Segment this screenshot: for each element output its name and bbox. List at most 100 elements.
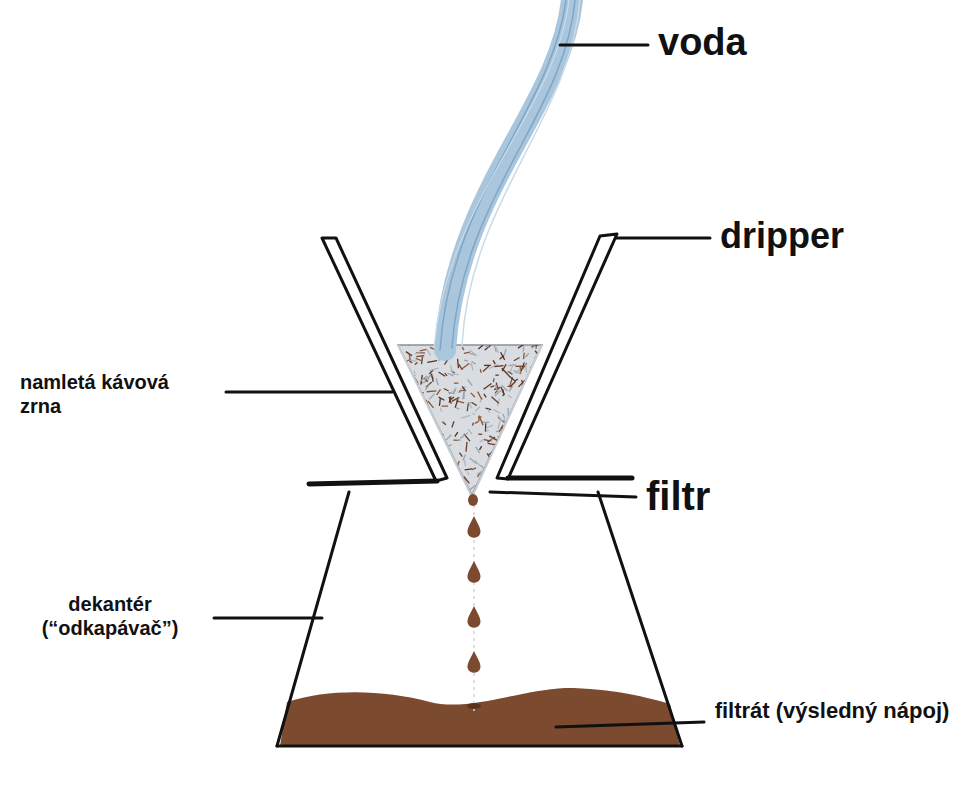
grounds-stroke xyxy=(518,344,525,348)
grounds-stroke xyxy=(470,458,477,464)
grounds-stroke xyxy=(483,366,489,371)
grounds-stroke xyxy=(502,479,506,481)
grounds-stroke xyxy=(469,363,472,364)
grounds-stroke xyxy=(453,439,460,440)
grounds-stroke xyxy=(406,374,411,379)
grounds-stroke xyxy=(523,467,525,474)
grounds-stroke xyxy=(476,447,480,453)
grounds-stroke xyxy=(486,430,489,431)
grounds-stroke xyxy=(500,453,508,455)
grounds-stroke xyxy=(440,444,446,447)
grounds-stroke xyxy=(487,477,492,485)
grounds-stroke xyxy=(396,365,399,367)
decanter-label: dekantér (“odkapávač”) xyxy=(10,592,210,640)
grounds-stroke xyxy=(404,440,408,442)
grounds-stroke xyxy=(403,453,405,461)
grounds-stroke xyxy=(463,392,464,400)
grounds-stroke xyxy=(415,418,424,419)
grounds-stroke xyxy=(486,425,492,428)
grounds-stroke xyxy=(459,364,462,370)
water-label: voda xyxy=(658,20,798,66)
grounds-stroke xyxy=(480,492,488,496)
grounds-stroke xyxy=(426,453,427,457)
grounds-stroke xyxy=(459,390,464,392)
grounds-stroke xyxy=(470,350,477,356)
grounds-stroke xyxy=(495,374,498,375)
grounds-stroke xyxy=(506,453,508,457)
grounds-stroke xyxy=(404,444,408,446)
grounds-stroke xyxy=(485,423,487,431)
grounds-stroke xyxy=(508,434,512,442)
grounds-stroke xyxy=(522,392,527,396)
grounds-stroke xyxy=(537,388,540,389)
grounds-stroke xyxy=(470,485,475,489)
grounds-stroke xyxy=(523,468,527,475)
decanter-outline xyxy=(277,492,682,746)
grounds-stroke xyxy=(519,438,524,442)
grounds-stroke xyxy=(524,479,527,484)
grounds-stroke xyxy=(532,400,533,405)
grounds-stroke xyxy=(472,413,475,414)
grounds-stroke xyxy=(399,408,406,411)
grounds-stroke xyxy=(402,434,404,439)
grounds-stroke xyxy=(488,409,489,413)
grounds-stroke xyxy=(512,477,519,483)
grounds-stroke xyxy=(467,472,469,476)
grounds-stroke xyxy=(424,375,431,380)
grounds-stroke xyxy=(464,352,470,353)
grounds-stroke xyxy=(454,374,459,376)
grounds-stroke xyxy=(461,415,470,418)
grounds-stroke xyxy=(493,378,495,382)
grounds-stroke xyxy=(402,471,406,474)
grounds-stroke xyxy=(400,428,407,429)
grounds-stroke xyxy=(399,427,403,429)
grounds-stroke xyxy=(503,477,508,479)
grounds-stroke xyxy=(463,390,464,399)
grounds-stroke xyxy=(514,410,522,412)
grounds-stroke xyxy=(452,397,460,401)
grounds-stroke xyxy=(528,423,535,427)
grounds-stroke xyxy=(515,457,517,467)
grounds-stroke xyxy=(493,482,500,483)
grounds-stroke xyxy=(531,346,535,349)
filter-label: filtr xyxy=(646,472,786,520)
grounds-stroke xyxy=(401,399,408,400)
grounds-stroke xyxy=(427,350,431,355)
grounds-stroke xyxy=(446,475,451,481)
grounds-stroke xyxy=(439,397,445,400)
grounds-stroke xyxy=(517,413,519,416)
grounds-stroke xyxy=(496,474,498,478)
grounds-stroke xyxy=(408,437,410,440)
grounds-stroke xyxy=(525,472,532,478)
grounds-stroke xyxy=(410,361,413,363)
grounds-stroke xyxy=(498,480,500,484)
grounds-stroke xyxy=(405,463,406,467)
grounds-stroke xyxy=(397,483,398,487)
grounds-stroke xyxy=(429,368,438,371)
grounds-stroke xyxy=(431,374,433,382)
coffee-drop xyxy=(467,651,480,673)
grounds-stroke xyxy=(523,346,525,351)
grounds-stroke xyxy=(429,432,436,436)
grounds-stroke xyxy=(525,459,530,465)
grounds-stroke xyxy=(484,394,486,397)
grounds-stroke xyxy=(499,483,506,486)
grounds-stroke xyxy=(539,472,543,481)
grounds-stroke xyxy=(489,474,493,476)
grounds-stroke xyxy=(428,488,432,491)
grounds-stroke xyxy=(478,392,482,400)
grounds-stroke xyxy=(493,463,501,468)
grounds-stroke xyxy=(522,442,527,444)
grounds-stroke xyxy=(405,437,406,444)
grounds-stroke xyxy=(514,477,522,482)
grounds-stroke xyxy=(517,402,523,408)
grounds-stroke xyxy=(411,407,415,409)
dripper-label: dripper xyxy=(720,214,920,257)
grounds-stroke xyxy=(537,401,541,408)
grounds-stroke xyxy=(418,487,425,490)
grounds-stroke xyxy=(434,445,439,452)
grounds-stroke xyxy=(523,353,525,359)
grounds-stroke xyxy=(425,385,429,391)
grounds-stroke xyxy=(498,415,503,421)
grounds-stroke xyxy=(413,481,419,485)
